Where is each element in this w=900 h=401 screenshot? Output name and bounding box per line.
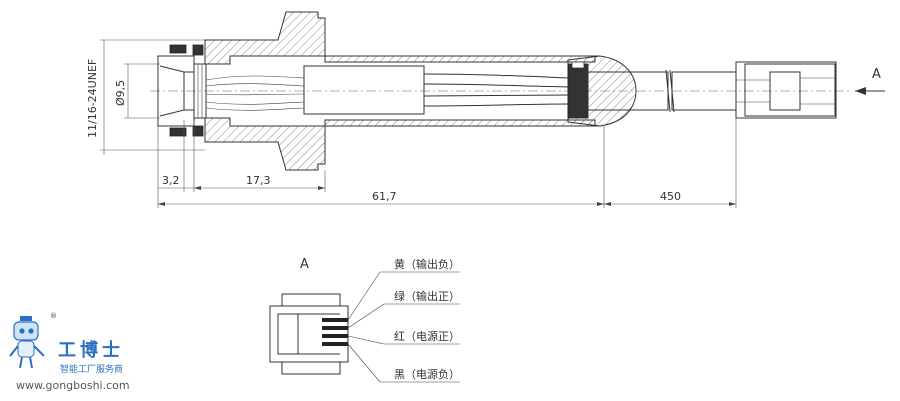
dimensions: 11/16-24UNEF Ø9,5 3,2 17,3 61,7 450 (86, 39, 737, 208)
front-len-dim: 3,2 (162, 174, 180, 187)
wire-label-black: 黑（电源负） (394, 367, 460, 381)
bore-dim: Ø9,5 (114, 80, 127, 106)
pin-2 (322, 326, 348, 330)
electronics-block (303, 65, 425, 115)
registered-mark: ® (50, 312, 57, 320)
connector-detail-view: A 黄（输出负） 绿（输出正） 红（电源正） 黑（电源负） (269, 257, 460, 383)
body-len-dim: 61,7 (372, 190, 397, 203)
cable-len-dim: 450 (660, 190, 681, 203)
hex-nut-upper (204, 11, 326, 65)
sensor-assembly: A (150, 11, 885, 171)
pin-1 (322, 318, 348, 322)
tube-wall-upper (324, 55, 596, 63)
view-label-top: A (872, 67, 881, 82)
cable-gland (567, 63, 589, 119)
diaphragm (193, 63, 207, 119)
robot-mascot-icon (9, 316, 45, 369)
view-label-detail: A (300, 257, 309, 272)
brand-logo: ® 工博士 智能工厂服务商 www.gongboshi.com (9, 312, 130, 392)
pin-4 (322, 342, 348, 346)
pin-3 (322, 334, 348, 338)
hex-len-dim: 17,3 (246, 174, 271, 187)
seal-ring-top (169, 44, 187, 54)
hex-nut-lower (204, 117, 326, 171)
tube-wall-lower (324, 119, 596, 127)
wire-label-yellow: 黄（输出负） (394, 257, 460, 271)
logo-name: 工博士 (58, 339, 124, 361)
inner-cone (159, 65, 185, 117)
thread-dim: 11/16-24UNEF (86, 59, 99, 138)
seal-ring-bottom (169, 127, 187, 137)
logo-url: www.gongboshi.com (16, 379, 130, 392)
logo-slogan: 智能工厂服务商 (60, 363, 123, 375)
wire-label-green: 绿（输出正） (394, 289, 460, 303)
wire-label-red: 红（电源正） (394, 329, 460, 343)
rj-connector (735, 61, 837, 119)
